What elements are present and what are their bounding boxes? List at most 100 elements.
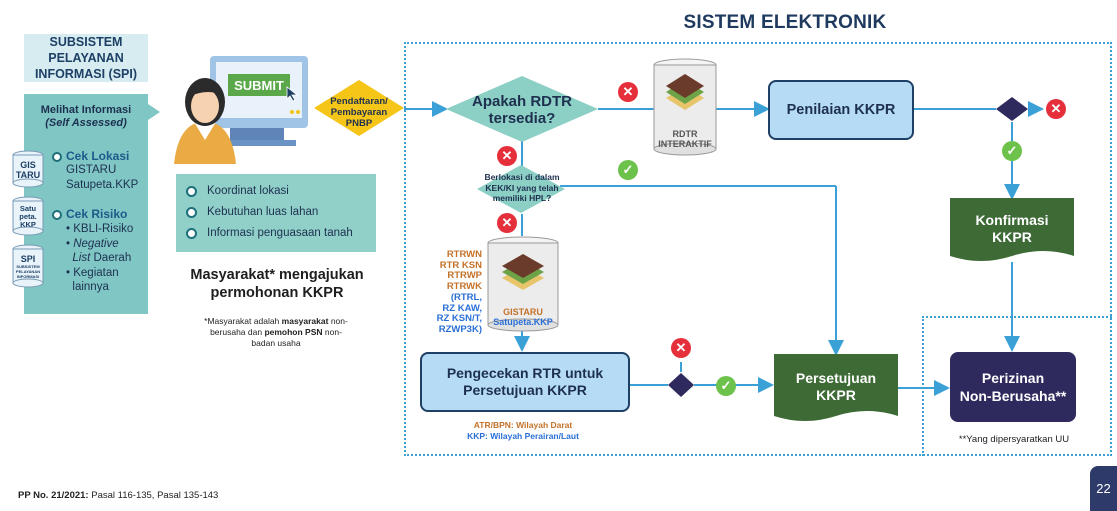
penilaian-yes-icon: ✓ [1002,141,1022,161]
coord-item-3-text: Informasi penguasaan tanah [207,227,353,239]
coord-item-3: Informasi penguasaan tanah [186,227,353,239]
coord-item-2-text: Kebutuhan luas lahan [207,206,319,218]
risiko-lainnya: lainnya [72,281,109,293]
db2-line1: Satu [19,204,37,213]
rdtr-question-label: Apakah RDTR tersedia? [444,93,600,127]
rdtr-db-label: RDTR INTERAKTIF [652,129,718,149]
cek-lokasi-bullet [52,152,62,162]
gistaru-db-large-icon [487,236,559,332]
coord-item-1-bullet [186,185,197,197]
fn2-a: berusaha dan [210,327,265,337]
risiko-item-3: • Kegiatan lainnya [66,267,119,293]
boundary-edge-bottom [404,454,924,456]
risiko-daerah: Daerah [90,252,132,264]
rtr-b-3: RZ KSN/T, [436,313,482,324]
fn2-b: pemohon PSN [264,327,323,337]
legal-ref-bold: PP No. 21/2021: [18,490,89,501]
applicant-illustration [174,56,308,164]
risiko-item-2: • Negative List Daerah [66,238,132,264]
rdtr-q-line1: Apakah RDTR [471,93,572,110]
spi-title: SUBSISTEM PELAYANAN INFORMASI (SPI) [24,34,148,82]
masyarakat-caption: Masyarakat* mengajukan permohonan KKPR [170,266,384,302]
penilaian-kkpr-box: Penilaian KKPR [768,80,914,140]
konfirmasi-line1: Konfirmasi [975,212,1049,228]
persetujuan-doc-shape [774,354,898,421]
kek-question-label: Berlokasi di dalam KEK/KI yang telah mem… [470,172,574,204]
rdtr-db-icon [653,58,717,156]
rdtr-no-icon: ✕ [618,82,638,102]
fn2-c: non- [322,327,342,337]
spi-title-line1: SUBSISTEM PELAYANAN [48,35,124,65]
gistaru-db-line2: Satupeta.KKP [493,317,553,327]
db1-line2: TARU [15,170,41,180]
risiko-item-1-text: KBLI-Risiko [73,223,134,235]
persetujuan-label: Persetujuan KKPR [774,370,898,404]
coord-item-2-bullet [186,206,197,218]
fn1-a: *Masyarakat adalah [204,316,282,326]
kek-q-line1: Berlokasi di dalam [484,172,560,182]
rdtr-q-line2: tersedia? [488,110,556,127]
risiko-list: List [72,252,91,264]
masyarakat-line2: permohonan KKPR [210,285,344,301]
page-number: 22 [1090,466,1117,511]
risiko-negative: Negative [73,238,119,250]
kek-q-line2: KEK/KI yang telah [485,182,559,193]
db2-line2: peta. [19,212,37,221]
risiko-kegiatan: Kegiatan [73,267,119,279]
atr-bpn-note: ATR/BPN: Wilayah Darat [473,420,573,430]
cek-risiko-label: Cek Risiko [66,207,128,221]
rtr-b-1: (RTRL, [450,292,482,303]
rtr-b-2: RZ KAW, [442,302,482,314]
db2-line3: KKP [20,220,36,229]
pengecekan-no-icon: ✕ [671,338,691,358]
masyarakat-line1: Masyarakat* mengajukan [190,267,364,283]
pendaftaran-line1: Pendaftaran/ [330,96,388,107]
pengecekan-yes-icon: ✓ [716,376,736,396]
cek-risiko-bullet [52,210,62,220]
pendaftaran-line3: PNBP [345,118,373,129]
konfirmasi-line2: KKPR [992,229,1032,245]
penilaian-no-icon: ✕ [1046,99,1066,119]
spi-title-line2: INFORMASI (SPI) [34,67,138,81]
legal-ref-text: Pasal 116-135, Pasal 135-143 [88,490,219,501]
system-title: SISTEM ELEKTRONIK [683,12,887,33]
rtr-o-2: RTR KSN [439,259,482,271]
rtr-o-4: RTRWK [446,280,482,292]
db3-line1: SPI [20,254,36,264]
pendaftaran-diamond [314,80,404,136]
rtr-list-blue: (RTRL, RZ KAW, RZ KSN/T, RZWP3K) [414,292,482,335]
kek-q-line3: memiliki HPL? [492,193,552,203]
kkp-laut-note: KKP: Wilayah Perairan/Laut [467,431,579,441]
coord-item-3-bullet [186,227,197,239]
legal-reference: PP No. 21/2021: Pasal 116-135, Pasal 135… [18,490,218,501]
boundary-edge-step-v [922,316,924,456]
persetujuan-line2: KKPR [816,387,856,403]
info-subheading: (Self Assessed) [45,117,127,129]
perizinan-footnote: **Yang dipersyaratkan UU [958,434,1070,445]
kek-question-diamond [477,165,565,213]
fn1-c: non- [328,316,348,326]
rdtr-yes-icon: ✓ [618,160,638,180]
rtr-o-3: RTRWP [447,270,482,281]
rdtr-question-diamond [446,76,598,142]
rtr-b-4: RZWP3K) [438,323,482,335]
coord-item-1: Koordinat lokasi [186,185,289,197]
kek-no-icon-bottom: ✕ [497,213,517,233]
kek-no-icon-top: ✕ [497,146,517,166]
submit-button[interactable]: SUBMIT [228,74,290,96]
persetujuan-line1: Persetujuan [795,370,877,386]
coord-item-2: Kebutuhan luas lahan [186,206,318,218]
risiko-item-1: • KBLI-Risiko [66,223,134,235]
fn1-b: masyarakat [281,316,329,326]
db1-line1: GIS [20,160,36,170]
perizinan-line1: Perizinan [981,370,1045,386]
info-arrow [148,104,160,120]
